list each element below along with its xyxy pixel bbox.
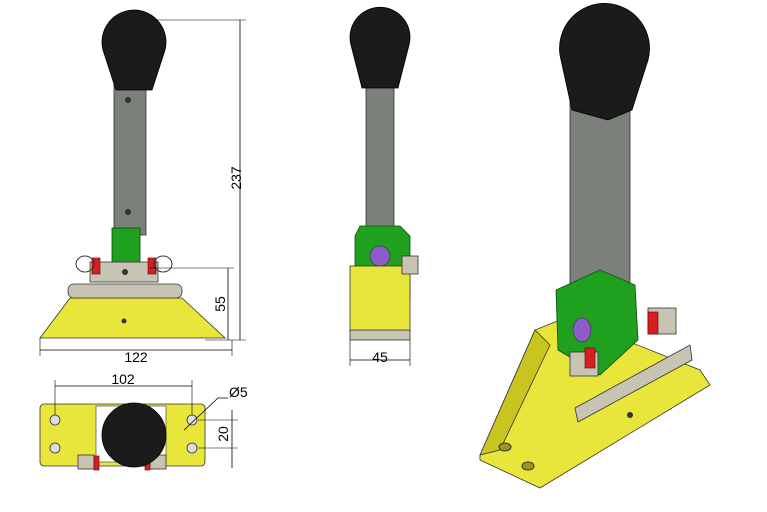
iso-red-clip-left [584, 347, 596, 369]
dim-base-length: 122 [124, 349, 148, 365]
front-pivot-pin [122, 269, 128, 275]
top-mount-hole [186, 442, 198, 454]
leader-hole-diameter [183, 397, 228, 431]
dim-hole-spacing: 102 [111, 371, 135, 387]
top-knob [101, 402, 167, 468]
iso-red-clip-right [647, 311, 659, 335]
top-view: 102 Ø5 20 [39, 371, 248, 471]
side-view: 45 [349, 6, 419, 366]
iso-mount-hole [521, 461, 535, 471]
front-shaft [113, 64, 147, 236]
iso-mount-hole [498, 442, 512, 452]
front-base-hole [121, 318, 127, 324]
iso-knob [559, 3, 650, 121]
top-mount-hole [49, 414, 61, 426]
isometric-view [479, 3, 711, 489]
iso-shaft [569, 99, 631, 296]
dim-hole-pitch: 20 [215, 426, 231, 442]
side-knob [349, 6, 411, 89]
side-shaft [365, 64, 395, 236]
side-base-foot [349, 329, 411, 341]
front-loop-right [153, 255, 173, 273]
front-knob [101, 9, 167, 91]
dim-total-height: 237 [228, 166, 244, 190]
front-shaft-pin [125, 209, 131, 215]
front-shaft-pin [125, 97, 131, 103]
front-linkage-bar [67, 283, 183, 299]
top-clip [77, 454, 95, 470]
top-mount-hole [186, 414, 198, 426]
front-loop-left [75, 255, 95, 273]
dim-hole-diameter: Ø5 [229, 384, 248, 400]
front-view: 237 55 122 [39, 9, 246, 365]
side-clip [401, 255, 419, 275]
front-base [39, 297, 227, 339]
side-base [349, 265, 411, 333]
iso-pivot-block [555, 269, 639, 376]
dim-side-width: 45 [372, 349, 388, 365]
top-mount-hole [49, 442, 61, 454]
iso-linkage-bar [574, 344, 693, 423]
iso-base-side [479, 329, 551, 456]
iso-pivot-washer [572, 317, 592, 343]
side-pivot-washer [369, 245, 391, 267]
dim-base-height: 55 [212, 296, 228, 312]
front-pivot-block [111, 227, 141, 265]
top-red-clip [93, 455, 100, 471]
iso-base-hole [627, 412, 633, 418]
front-clip-right [147, 257, 157, 275]
front-clip-left [91, 257, 101, 275]
